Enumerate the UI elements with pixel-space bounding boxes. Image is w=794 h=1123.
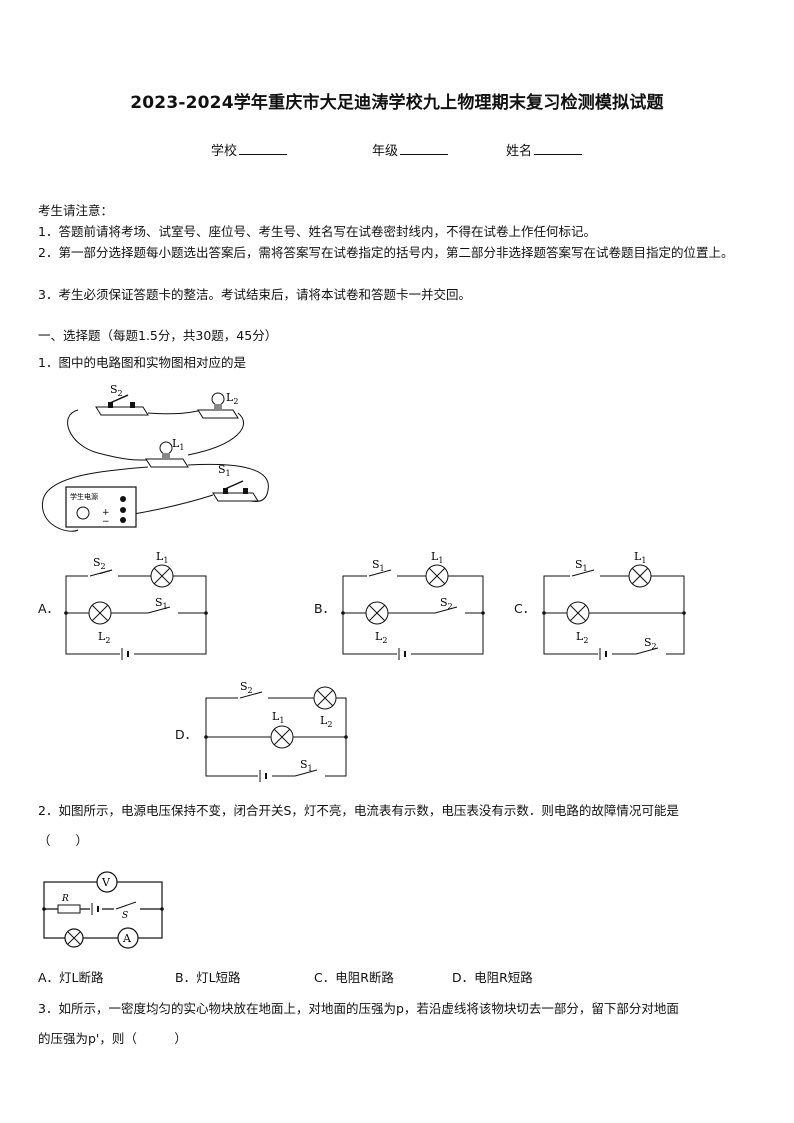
svg-text:S: S <box>122 911 128 921</box>
svg-text:R: R <box>61 894 69 904</box>
notice-item: 2．第一部分选择题每小题选出答案后，需将答案写在试卷指定的括号内，第二部分非选择… <box>38 245 734 260</box>
svg-text:S1: S1 <box>575 558 588 573</box>
q2-option-b[interactable]: B．灯L短路 <box>175 970 241 985</box>
s1-label: S1 <box>218 463 231 478</box>
svg-text:L2: L2 <box>320 714 332 729</box>
question-2-stem: 2．如图所示，电源电压保持不变，闭合开关S，灯不亮，电流表有示数，电压表没有示数… <box>38 803 679 818</box>
q1-option-b-label[interactable]: B． <box>314 601 336 616</box>
svg-text:S2: S2 <box>644 636 657 651</box>
s2-label: S2 <box>110 383 123 398</box>
q1-option-c-circuit: S1 L1 L2 S2 <box>542 550 686 660</box>
svg-text:S1: S1 <box>372 558 385 573</box>
name-label: 姓名 <box>506 144 533 159</box>
q2-circuit-diagram: V R S A <box>42 871 164 949</box>
svg-text:+: + <box>102 508 110 518</box>
svg-text:L2: L2 <box>576 630 588 645</box>
page-title: 2023-2024学年重庆市大足迪涛学校九上物理期末复习检测模拟试题 <box>130 93 664 113</box>
school-field[interactable]: 学校 <box>211 140 288 159</box>
q1-option-a-circuit: S2 L1 S1 L2 <box>64 550 208 660</box>
q2-option-c[interactable]: C．电阻R断路 <box>314 970 394 985</box>
svg-text:−: − <box>102 517 110 527</box>
question-1-stem: 1．图中的电路图和实物图相对应的是 <box>38 355 246 370</box>
q1-option-d-label[interactable]: D． <box>175 727 198 742</box>
q1-option-d-circuit: S2 L1 L2 S1 <box>204 680 348 782</box>
svg-text:S1: S1 <box>155 596 168 611</box>
name-field[interactable]: 姓名 <box>506 140 583 159</box>
svg-text:S2: S2 <box>240 680 253 695</box>
svg-text:V: V <box>101 876 111 889</box>
question-3-stem-line1: 3．如所示，一密度均匀的实心物块放在地面上，对地面的压强为p，若沿虚线将该物块切… <box>38 1001 679 1016</box>
q1-option-b-circuit: S1 L1 S2 L2 <box>341 550 485 660</box>
svg-text:L2: L2 <box>375 630 387 645</box>
section-heading: 一、选择题（每题1.5分，共30题，45分） <box>38 328 278 343</box>
svg-text:L1: L1 <box>156 550 168 565</box>
svg-text:S2: S2 <box>440 596 453 611</box>
q1-option-a-label[interactable]: A． <box>38 601 60 616</box>
svg-text:S1: S1 <box>300 758 313 773</box>
svg-text:L1: L1 <box>431 550 443 565</box>
question-3-stem-line2: 的压强为p'，则（ ） <box>38 1031 187 1046</box>
notice-heading: 考生请注意： <box>38 203 114 218</box>
q2-option-d[interactable]: D．电阻R短路 <box>452 970 533 985</box>
notice-item: 3．考生必须保证答题卡的整洁。考试结束后，请将本试卷和答题卡一并交回。 <box>38 287 471 302</box>
notice-item: 1．答题前请将考场、试室号、座位号、考生号、姓名写在试卷密封线内，不得在试卷上作… <box>38 224 596 239</box>
grade-field[interactable]: 年级 <box>372 140 449 159</box>
svg-text:L1: L1 <box>272 710 284 725</box>
school-label: 学校 <box>211 144 238 159</box>
svg-text:S2: S2 <box>93 556 106 571</box>
svg-text:L2: L2 <box>98 630 110 645</box>
l2-label: L2 <box>226 391 238 406</box>
q1-physical-diagram: S2 L2 L1 S1 学生电源 + − <box>42 383 269 532</box>
power-box-label: 学生电源 <box>70 492 98 501</box>
svg-text:A: A <box>122 932 132 945</box>
q2-option-a[interactable]: A．灯L断路 <box>38 970 104 985</box>
q1-option-c-label[interactable]: C． <box>514 601 536 616</box>
question-2-paren: （ ） <box>38 833 89 848</box>
l1-label: L1 <box>172 437 184 452</box>
grade-label: 年级 <box>372 144 399 159</box>
svg-text:L1: L1 <box>634 550 646 565</box>
